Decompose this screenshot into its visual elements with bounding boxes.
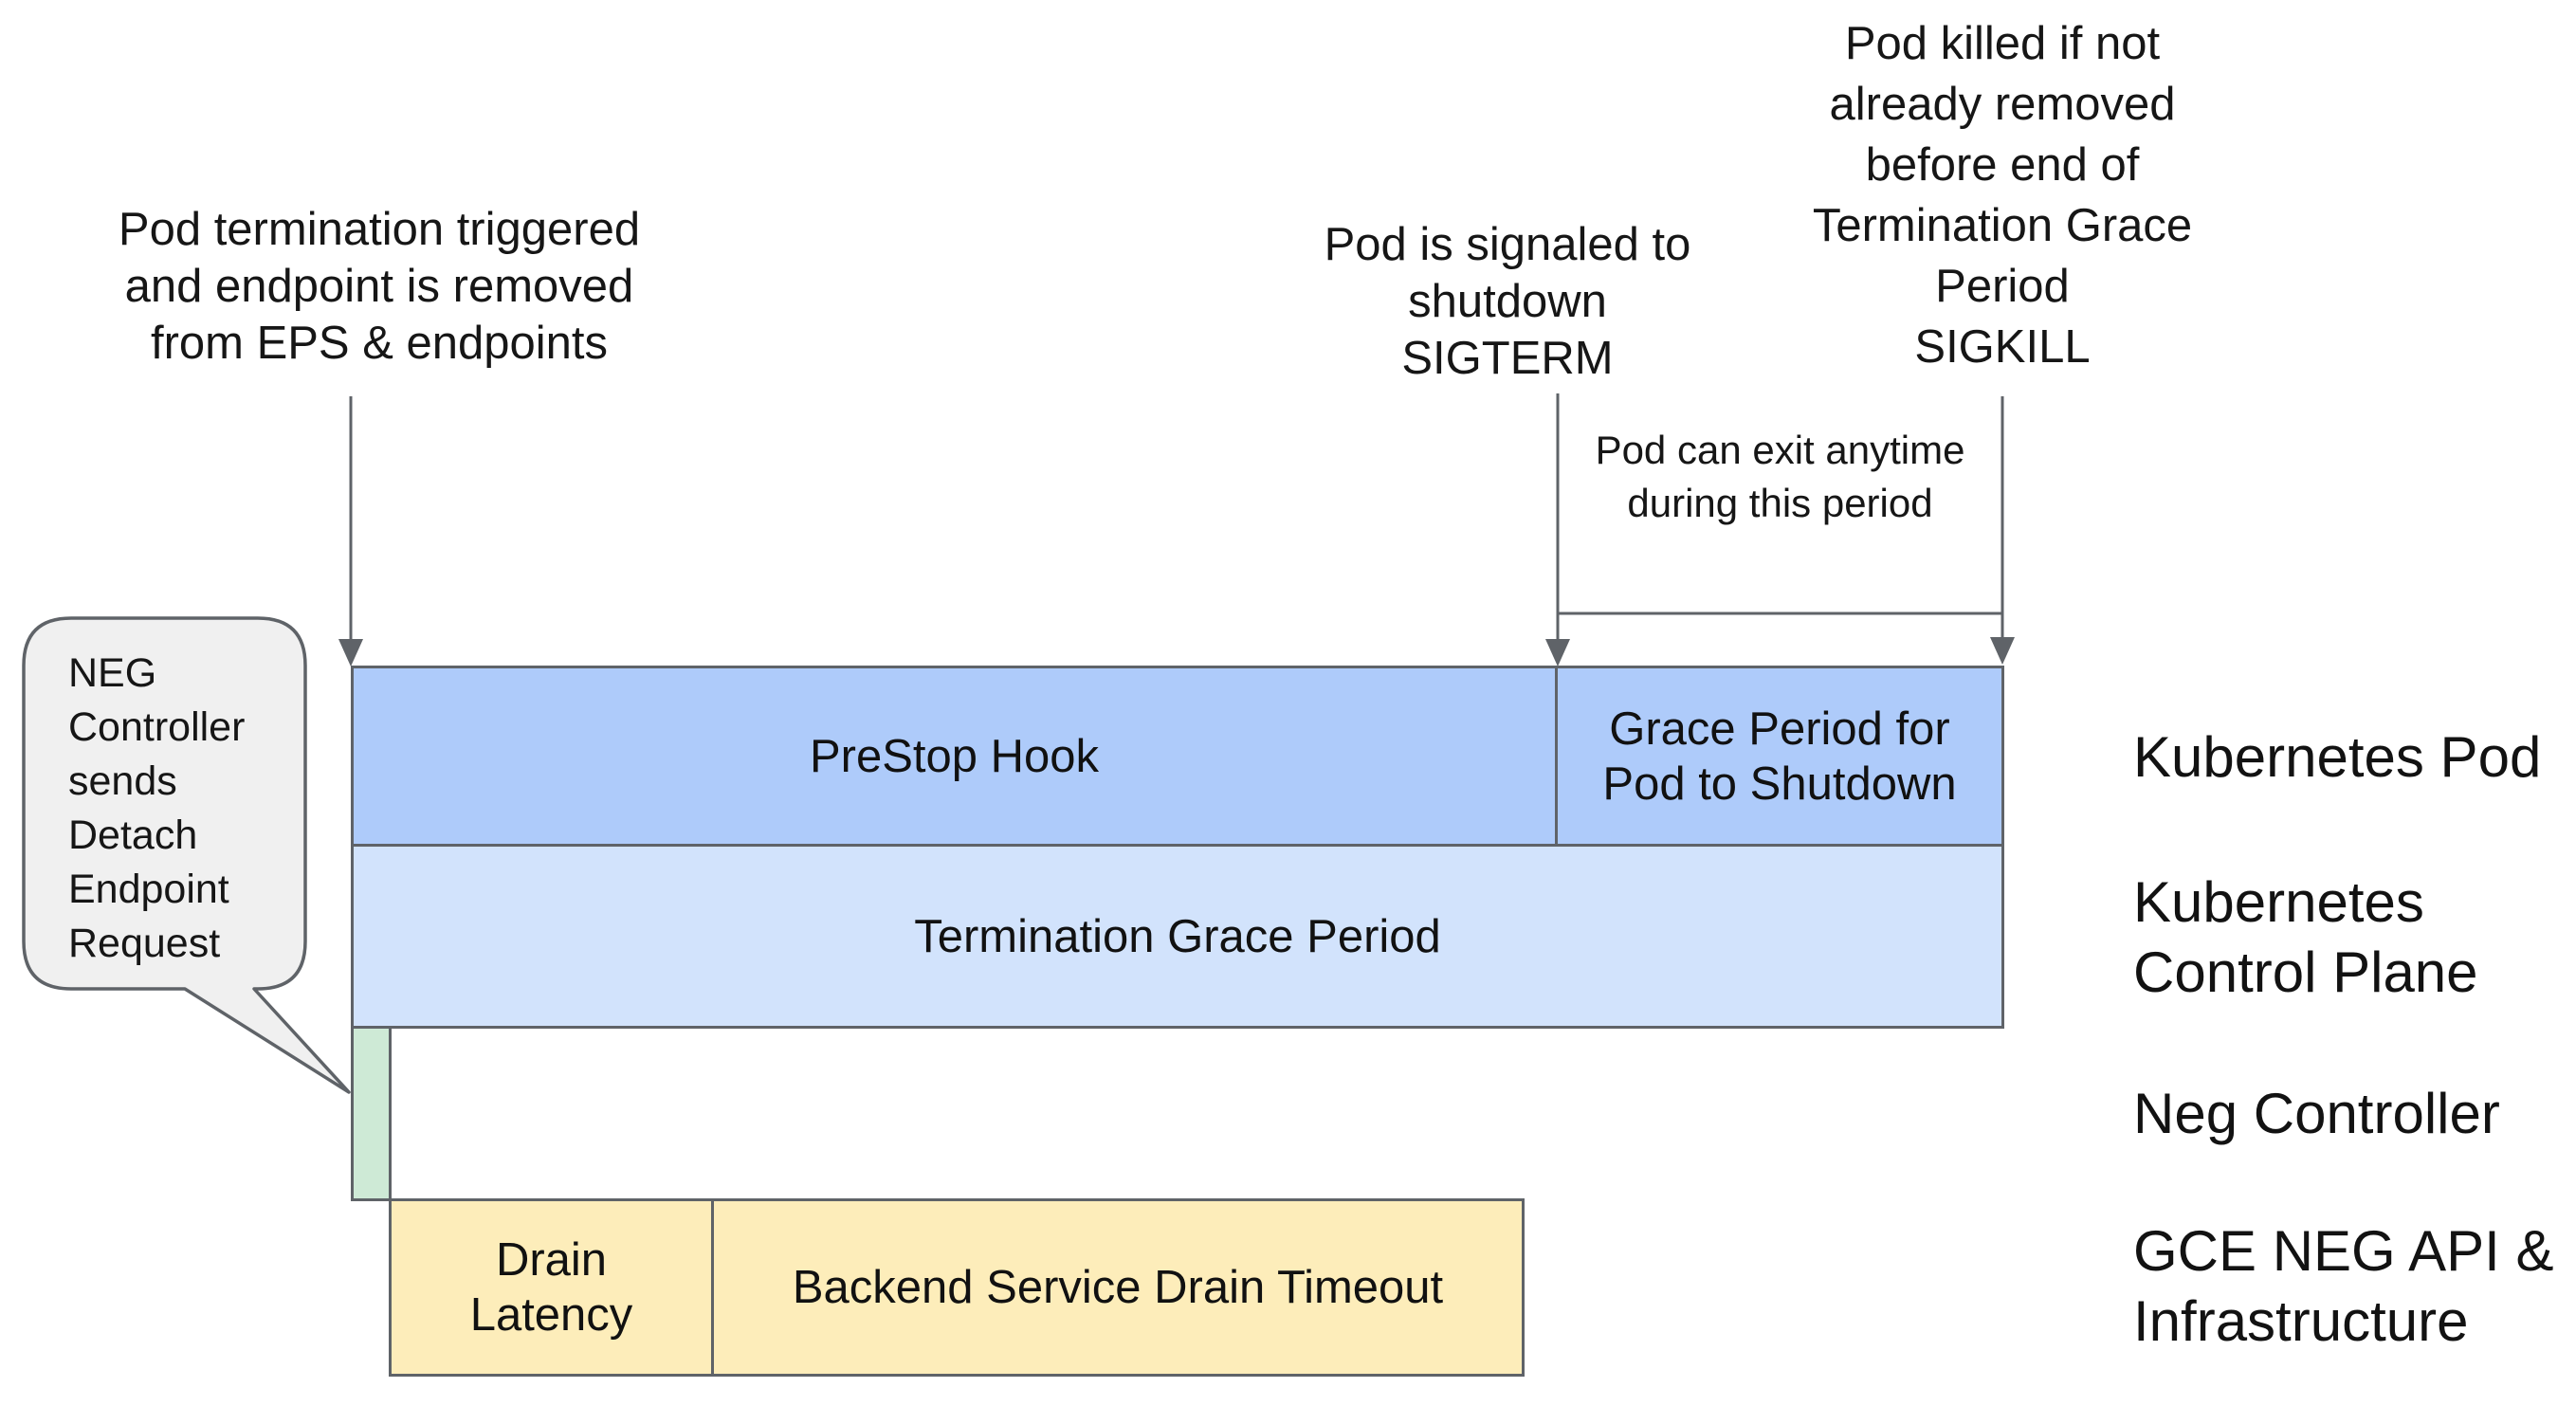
bar-label: Termination Grace Period [914, 910, 1441, 962]
bar-backend-service-drain-timeout: Backend Service Drain Timeout [711, 1198, 1525, 1377]
bar-termination-grace-period: Termination Grace Period [351, 844, 2004, 1029]
lane-label-line: Neg Controller [2133, 1082, 2500, 1145]
annotation-line: during this period [1627, 481, 1933, 525]
callout-line: sends [68, 758, 177, 804]
annotation-line: before end of [1865, 139, 2140, 191]
annotation-pod-exit-note: Pod can exit anytime during this period [1569, 424, 1991, 530]
arrowhead-icon [1545, 639, 1570, 666]
bar-label: PreStop Hook [809, 730, 1100, 782]
annotation-line: from EPS & endpoints [150, 318, 609, 369]
annotation-pod-signaled-sigterm: Pod is signaled to shutdown SIGTERM [1299, 216, 1716, 387]
bar-label: Backend Service Drain Timeout [792, 1262, 1444, 1313]
annotation-pod-killed-sigkill: Pod killed if not already removed before… [1732, 13, 2273, 377]
callout-line: Endpoint [68, 867, 229, 912]
annotation-line: Pod can exit anytime [1595, 428, 1965, 472]
lane-label-line: Kubernetes [2133, 870, 2424, 934]
annotation-pod-termination: Pod termination triggered and endpoint i… [71, 201, 687, 372]
lane-label-kubernetes-pod: Kubernetes Pod [2133, 722, 2541, 793]
annotation-line: Termination Grace [1812, 200, 2193, 251]
bar-label: Latency [469, 1289, 633, 1341]
callout-neg-controller-text: NEG Controller sends Detach Endpoint Req… [68, 647, 296, 971]
lane-label-line: Control Plane [2133, 940, 2478, 1004]
bar-grace-period-pod-shutdown: Grace Period for Pod to Shutdown [1555, 666, 2004, 847]
callout-line: Controller [68, 704, 246, 750]
annotation-line: SIGTERM [1401, 333, 1614, 384]
bar-label: Pod to Shutdown [1602, 758, 1957, 810]
lane-label-line: GCE NEG API & [2133, 1219, 2554, 1283]
lane-label-line: Kubernetes Pod [2133, 725, 2542, 789]
lane-label-line: Infrastructure [2133, 1289, 2469, 1353]
bar-label: Grace Period for [1609, 703, 1950, 755]
callout-line: NEG [68, 650, 157, 696]
bar-drain-latency: Drain Latency [389, 1198, 714, 1377]
arrowhead-icon [338, 639, 363, 666]
annotation-line: shutdown [1408, 276, 1607, 327]
lane-label-kubernetes-control-plane: Kubernetes Control Plane [2133, 867, 2478, 1008]
annotation-line: and endpoint is removed [124, 261, 634, 312]
annotation-line: Period [1935, 261, 2070, 312]
lane-label-gce-neg-api: GCE NEG API & Infrastructure [2133, 1216, 2553, 1357]
bar-label: Drain [495, 1234, 608, 1286]
annotation-line: already removed [1829, 79, 2176, 130]
callout-line: Request [68, 921, 221, 966]
annotation-line: Pod is signaled to [1324, 219, 1691, 270]
callout-line: Detach [68, 813, 198, 858]
annotation-line: Pod killed if not [1844, 18, 2161, 69]
bar-prestop-hook: PreStop Hook [351, 666, 1558, 847]
lane-label-neg-controller: Neg Controller [2133, 1079, 2500, 1149]
arrowhead-icon [1990, 637, 2015, 665]
annotation-line: SIGKILL [1914, 321, 2091, 373]
annotation-line: Pod termination triggered [118, 204, 641, 255]
bar-neg-controller-detach [351, 1026, 392, 1201]
